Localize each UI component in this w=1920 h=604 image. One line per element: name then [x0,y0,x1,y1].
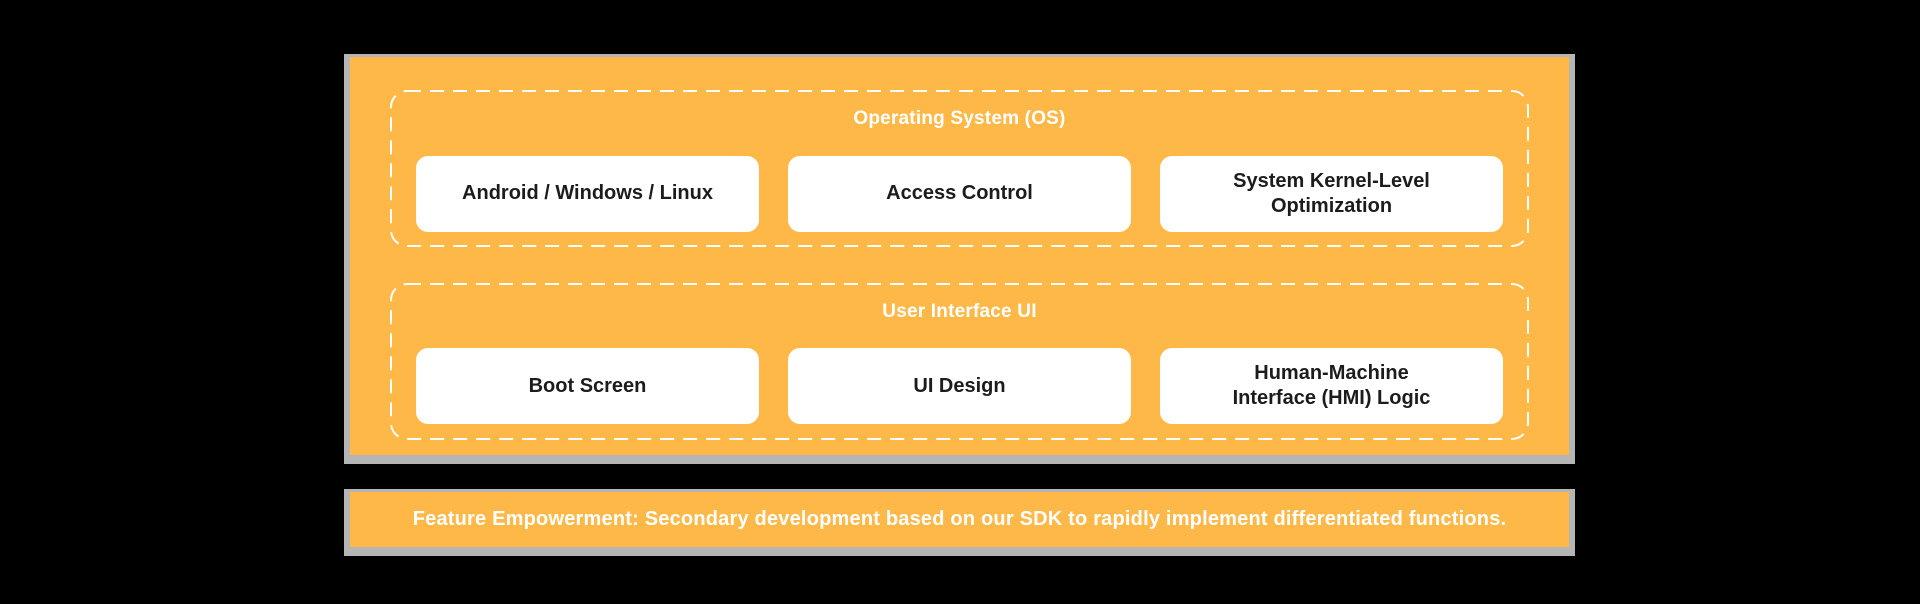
section-operating-system: Operating System (OS) Android / Windows … [390,90,1529,248]
os-cards-row: Android / Windows / Linux Access Control… [416,155,1503,232]
section-title-os: Operating System (OS) [853,108,1066,129]
card-hmi-logic: Human-Machine Interface (HMI) Logic [1160,348,1503,424]
card-ui-design: UI Design [788,348,1131,424]
card-android-windows-linux: Android / Windows / Linux [416,155,759,232]
card-boot-screen: Boot Screen [416,348,759,424]
feature-empowerment-banner: Feature Empowerment: Secondary developme… [350,492,1569,547]
banner-text: Feature Empowerment: Secondary developme… [412,508,1507,530]
section-title-ui: User Interface UI [882,300,1037,322]
capability-panel: Operating System (OS) Android / Windows … [350,57,1569,455]
card-access-control: Access Control [788,155,1131,232]
ui-cards-row: Boot Screen UI Design Human-Machine Inte… [416,348,1503,424]
section-user-interface: User Interface UI Boot Screen UI Design … [390,282,1529,441]
card-kernel-optimization: System Kernel-Level Optimization [1160,155,1503,232]
